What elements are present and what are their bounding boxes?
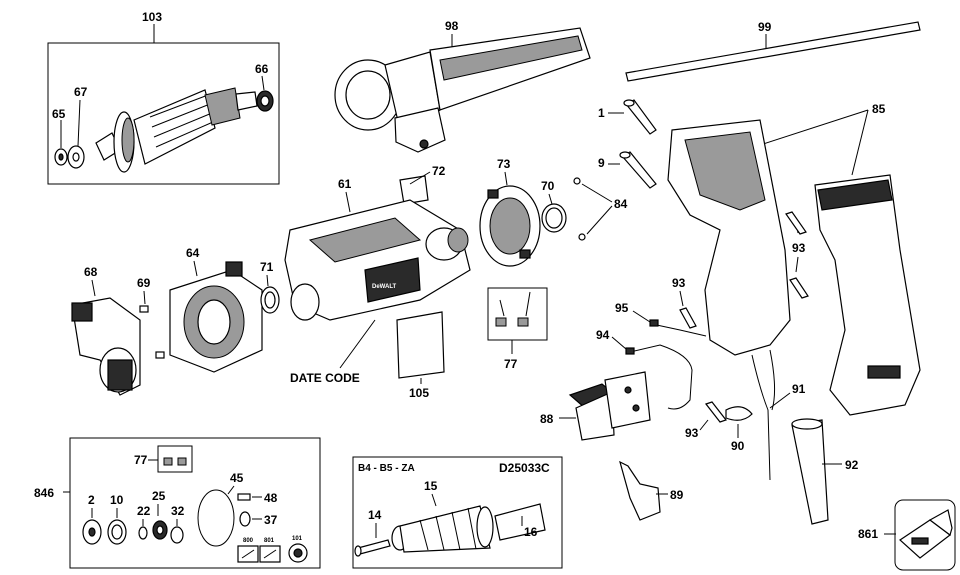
label-plate-105: 105	[396, 311, 445, 400]
screw-1: 1	[598, 99, 657, 135]
depth-rod-99: 99	[625, 20, 921, 82]
label-98: 98	[445, 19, 459, 33]
label-93-b: 93	[672, 276, 686, 290]
screw-9: 9	[598, 151, 657, 189]
label-45: 45	[230, 471, 244, 485]
armature	[95, 87, 258, 173]
ring-71: 71	[260, 260, 280, 314]
label-861: 861	[858, 527, 878, 541]
power-cord-91: 91	[751, 349, 806, 481]
label-88: 88	[540, 412, 554, 426]
label-77-kit: 77	[134, 453, 148, 467]
label-89: 89	[670, 488, 684, 502]
label-1: 1	[598, 106, 605, 120]
label-9: 9	[598, 156, 605, 170]
field-64: 64	[169, 246, 263, 373]
cord-clamp-90: 90	[725, 406, 753, 453]
label-94: 94	[596, 328, 610, 342]
label-90: 90	[731, 439, 745, 453]
label-105: 105	[409, 386, 429, 400]
brushes-box	[487, 287, 548, 341]
label-25: 25	[152, 489, 166, 503]
label-846: 846	[34, 486, 54, 500]
label-95: 95	[615, 301, 629, 315]
armature-box-group: 103 65 67 66	[47, 10, 280, 185]
label-14: 14	[368, 508, 382, 522]
label-101: 101	[292, 536, 303, 542]
label-67: 67	[74, 85, 88, 99]
carry-case-861: 861	[858, 499, 956, 571]
label-61: 61	[338, 177, 352, 191]
label-84: 84	[614, 197, 628, 211]
label-69: 69	[137, 276, 151, 290]
bracket-89: 89	[619, 460, 684, 521]
label-65: 65	[52, 107, 66, 121]
label-48: 48	[264, 491, 278, 505]
rear-cover-68: 68	[71, 265, 141, 396]
label-71: 71	[260, 260, 274, 274]
kit-box	[69, 437, 321, 569]
label-77: 77	[504, 357, 518, 371]
wire-94: 94	[596, 328, 693, 410]
armature-box	[47, 42, 280, 185]
ring-70: 70	[541, 179, 567, 233]
label-32: 32	[171, 504, 185, 518]
label-16: 16	[524, 525, 538, 539]
label-2: 2	[88, 493, 95, 507]
kit-box-846: 846 77 45 48 37 2 10 25 22 32	[34, 437, 321, 569]
label-70: 70	[541, 179, 555, 193]
label-93-a: 93	[792, 241, 806, 255]
chuck-box-frame	[352, 456, 563, 569]
label-72: 72	[432, 164, 446, 178]
label-22: 22	[137, 504, 151, 518]
side-handle-98: 98	[334, 19, 591, 153]
label-99: 99	[758, 20, 772, 34]
date-code-callout: DATE CODE	[290, 319, 376, 385]
label-85: 85	[872, 102, 886, 116]
spring-72: 72	[399, 164, 446, 205]
housing-halves-85: 85	[667, 102, 921, 416]
label-10: 10	[110, 493, 124, 507]
date-code-label: DATE CODE	[290, 371, 360, 385]
chuck-box-model: D25033C	[499, 461, 550, 475]
screws-84: 84	[573, 177, 628, 241]
label-801: 801	[264, 538, 275, 544]
label-73: 73	[497, 157, 511, 171]
switch-88: 88	[540, 371, 651, 441]
motor-housing-61: 61 DeWALT	[284, 177, 471, 321]
chuck-box: B4 - B5 - ZA D25033C 15 16 14	[352, 456, 563, 569]
label-15: 15	[424, 479, 438, 493]
label-93-c: 93	[685, 426, 699, 440]
label-64: 64	[186, 246, 200, 260]
brushes-box-77: 77	[487, 287, 548, 371]
label-800: 800	[243, 538, 254, 544]
label-37: 37	[264, 513, 278, 527]
label-103: 103	[142, 10, 162, 24]
housing-logo: DeWALT	[372, 284, 397, 290]
chuck-box-variants: B4 - B5 - ZA	[358, 463, 415, 474]
label-92: 92	[845, 458, 859, 472]
screws-93: 93 93 93	[672, 211, 809, 440]
case-frame	[894, 499, 956, 571]
cord-protector-92: 92	[791, 418, 859, 525]
pins-69: 69	[137, 276, 165, 359]
label-68: 68	[84, 265, 98, 279]
label-91: 91	[792, 382, 806, 396]
brush-holder-73: 73	[479, 157, 541, 267]
label-66: 66	[255, 62, 269, 76]
wire-95: 95	[615, 301, 707, 337]
